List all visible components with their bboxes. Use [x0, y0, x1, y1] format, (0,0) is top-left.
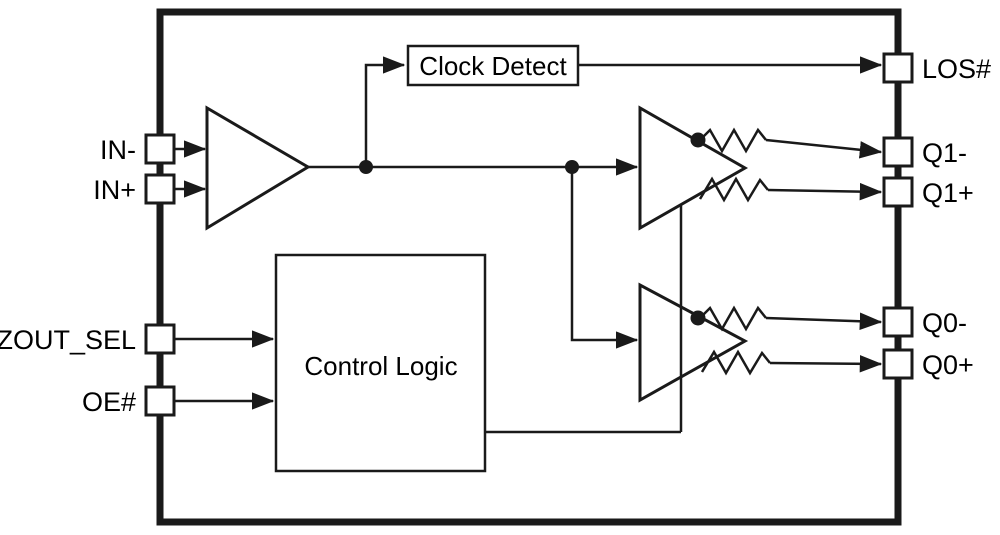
wire-q1-plus-to-pin	[767, 182, 883, 201]
right-pins-group	[882, 52, 914, 380]
wire-q1-minus-to-pin	[765, 138, 883, 159]
q1-plus-resistor	[698, 176, 769, 203]
clock-detect-label: Clock Detect	[419, 51, 567, 81]
wire-split-to-q0-buffer	[570, 167, 639, 349]
q0-plus-resistor	[700, 349, 771, 376]
pin-q0-minus-label: Q0-	[922, 308, 967, 338]
control-logic-label: Control Logic	[304, 351, 457, 381]
clock-detect-block[interactable]	[406, 44, 580, 87]
pin-oe-square[interactable]	[144, 385, 176, 417]
pin-in-minus-square[interactable]	[144, 133, 176, 165]
pin-q1-minus-square[interactable]	[882, 136, 914, 168]
input-buffer-triangle	[205, 105, 311, 231]
pin-q1-minus-label: Q1-	[922, 138, 967, 168]
package-outline	[156, 8, 902, 526]
q0-minus-tap-dot	[690, 310, 706, 326]
q0-output-buffer-triangle	[638, 282, 749, 403]
clock-detect-tap-dot	[359, 160, 373, 174]
pin-zout-sel-square[interactable]	[144, 323, 176, 355]
q0-minus-resistor	[699, 305, 767, 332]
pin-q0-plus-square[interactable]	[882, 348, 914, 380]
left-pins-group	[144, 133, 176, 417]
pin-q0-minus-square[interactable]	[882, 306, 914, 338]
output-split-tap-dot	[565, 160, 579, 174]
wire-q0-plus-to-pin	[769, 355, 883, 373]
q1-minus-resistor	[699, 127, 767, 154]
pin-los-square[interactable]	[882, 52, 914, 84]
pin-q1-plus-label: Q1+	[922, 178, 974, 208]
pin-q1-plus-square[interactable]	[882, 176, 914, 208]
q1-minus-tap-dot	[690, 132, 706, 148]
control-logic-block[interactable]	[274, 253, 487, 473]
pin-in-plus-square[interactable]	[144, 173, 176, 205]
wire-clock-detect-branch	[364, 56, 406, 167]
pin-zout-sel-label: ZOUT_SEL	[0, 325, 136, 355]
wire-q0-minus-to-pin	[765, 312, 883, 331]
pin-in-plus-label: IN+	[93, 175, 136, 205]
q1-output-buffer-triangle	[638, 105, 749, 231]
pin-oe-label: OE#	[82, 387, 136, 417]
pin-q0-plus-label: Q0+	[922, 350, 974, 380]
pin-in-minus-label: IN-	[100, 135, 136, 165]
pin-los-label: LOS#	[922, 54, 991, 84]
